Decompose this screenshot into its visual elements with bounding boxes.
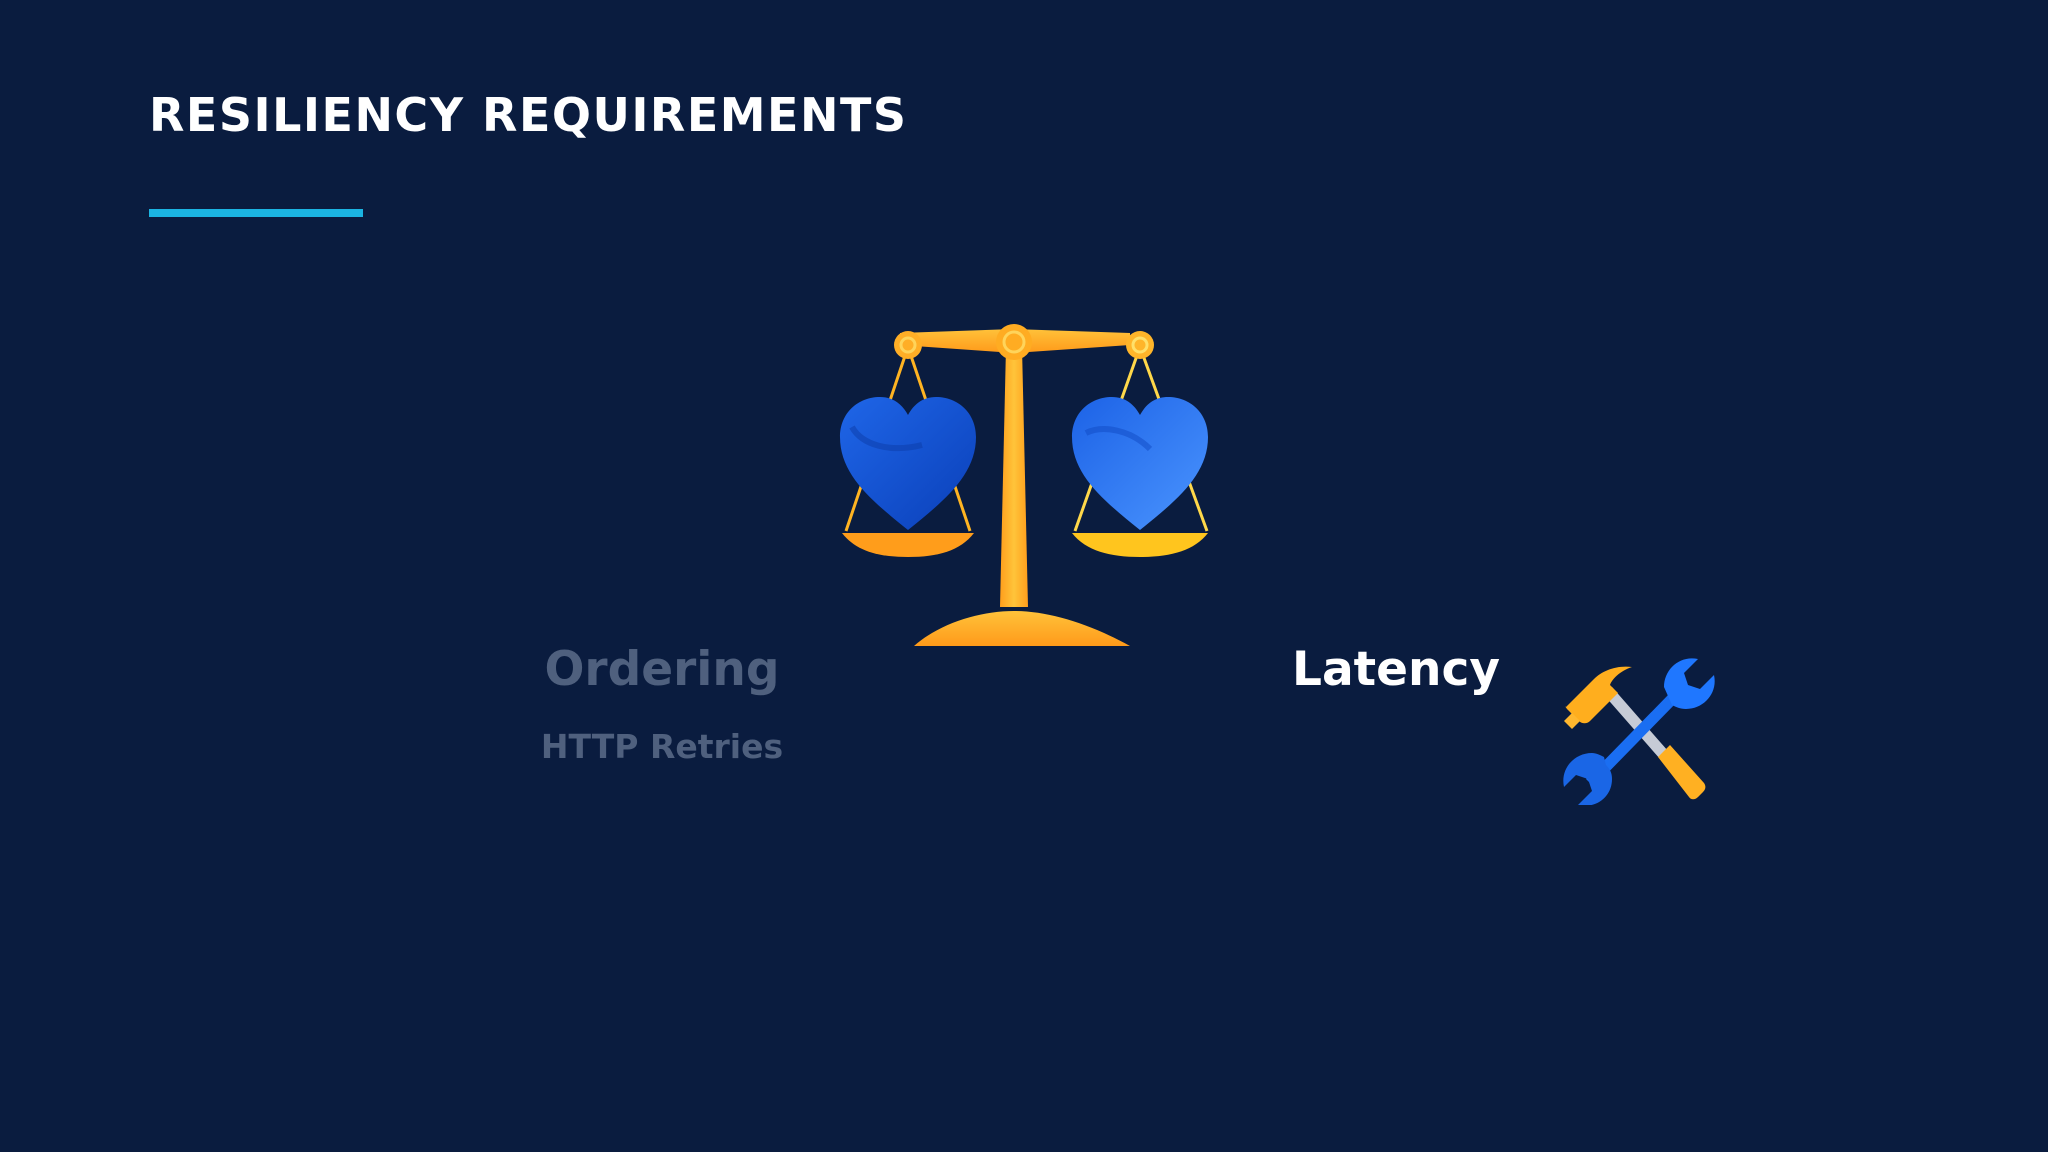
ordering-label: Ordering — [544, 642, 780, 697]
slide-title: RESILIENCY REQUIREMENTS — [149, 88, 908, 142]
latency-label: Latency — [1292, 642, 1500, 697]
hammer-wrench-icon — [1563, 658, 1715, 805]
http-retries-label: HTTP Retries — [540, 727, 784, 766]
balance-scale-icon — [840, 324, 1209, 646]
title-underline — [149, 209, 363, 217]
